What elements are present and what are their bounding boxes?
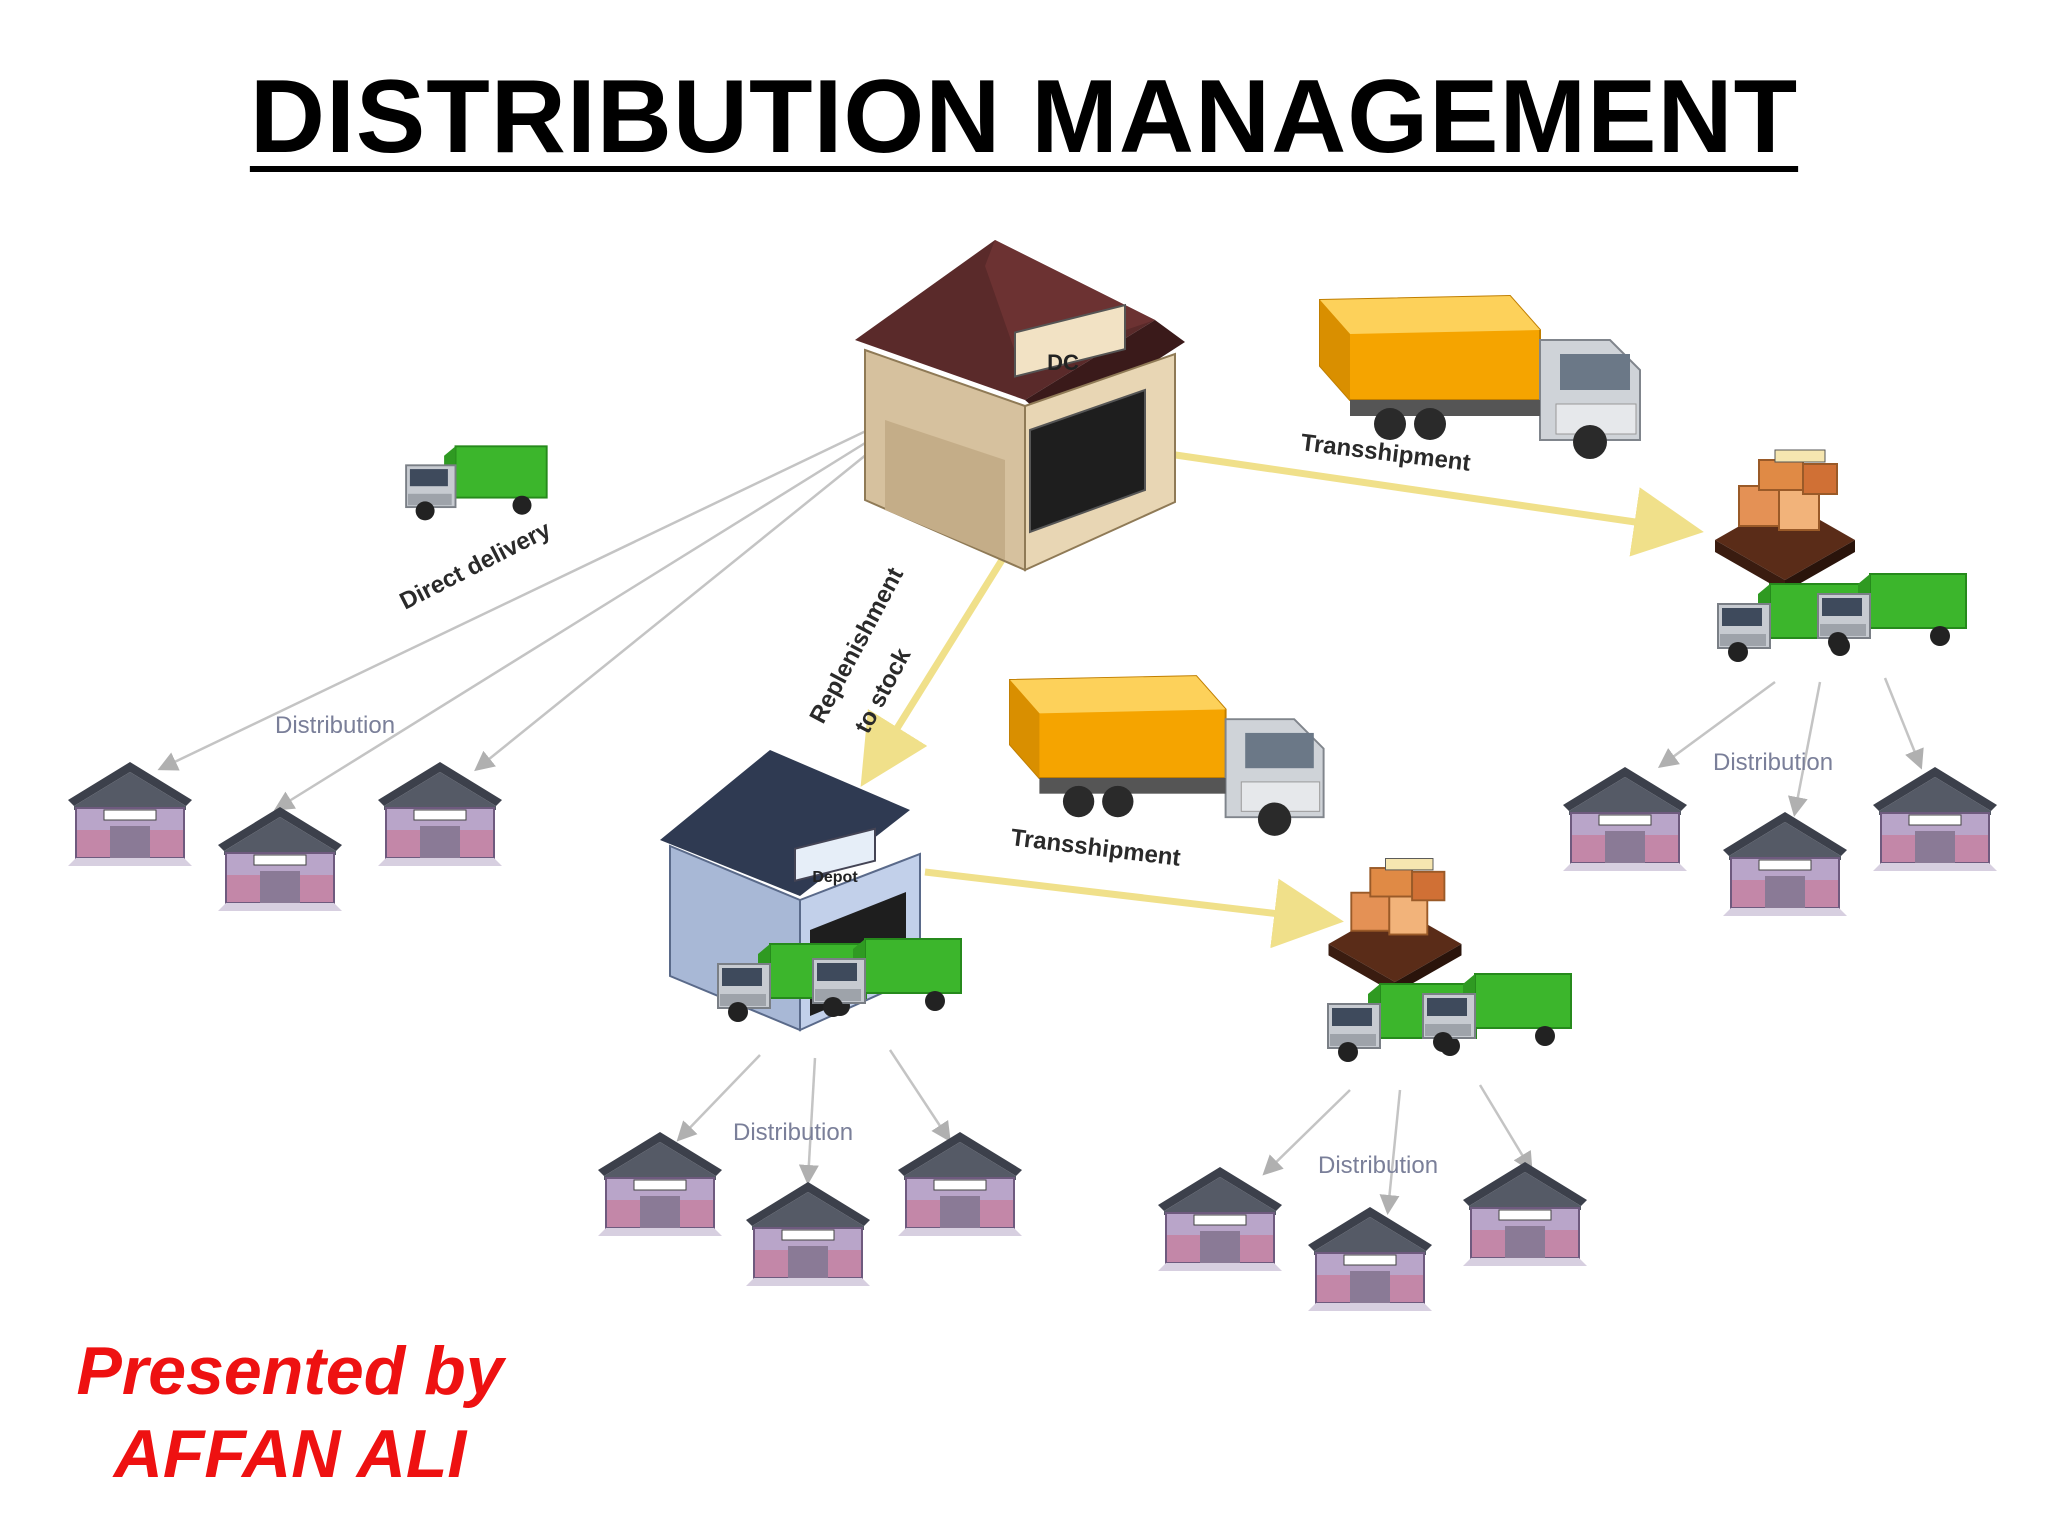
cross-dock-right (1714, 449, 1967, 663)
direct-delivery-label: Direct delivery (395, 516, 555, 615)
distribution-label-right: Distribution (1713, 749, 1833, 776)
direct-delivery-truck (405, 445, 548, 522)
presenter-credit: Presented by AFFAN ALI (40, 1330, 540, 1496)
transshipment-truck-bottom (1009, 675, 1325, 837)
cross-dock-bottom (1327, 857, 1572, 1063)
distribution-label-depot: Distribution (733, 1119, 853, 1146)
distribution-label-left: Distribution (275, 712, 395, 739)
transshipment-arrow-bottom (924, 868, 1344, 949)
presented-by-text: Presented by (76, 1333, 504, 1409)
dc-warehouse: DC (855, 240, 1185, 572)
distribution-arrows (157, 428, 1924, 1215)
page-title: DISTRIBUTION MANAGEMENT (0, 60, 2048, 174)
dc-label: DC (1047, 350, 1079, 375)
depot-label: Depot (812, 869, 858, 886)
transshipment-label-bottom: Transshipment (1009, 824, 1182, 872)
store-group-left (67, 761, 503, 912)
store-group-bottom (1157, 1161, 1588, 1312)
page-title-text: DISTRIBUTION MANAGEMENT (249, 59, 1799, 175)
transshipment-truck-top (1319, 295, 1641, 460)
presenter-name: AFFAN ALI (113, 1415, 467, 1492)
distribution-label-bottom: Distribution (1318, 1152, 1438, 1179)
store-group-right (1562, 766, 1998, 917)
transshipment-arrow-top (1154, 448, 1704, 557)
